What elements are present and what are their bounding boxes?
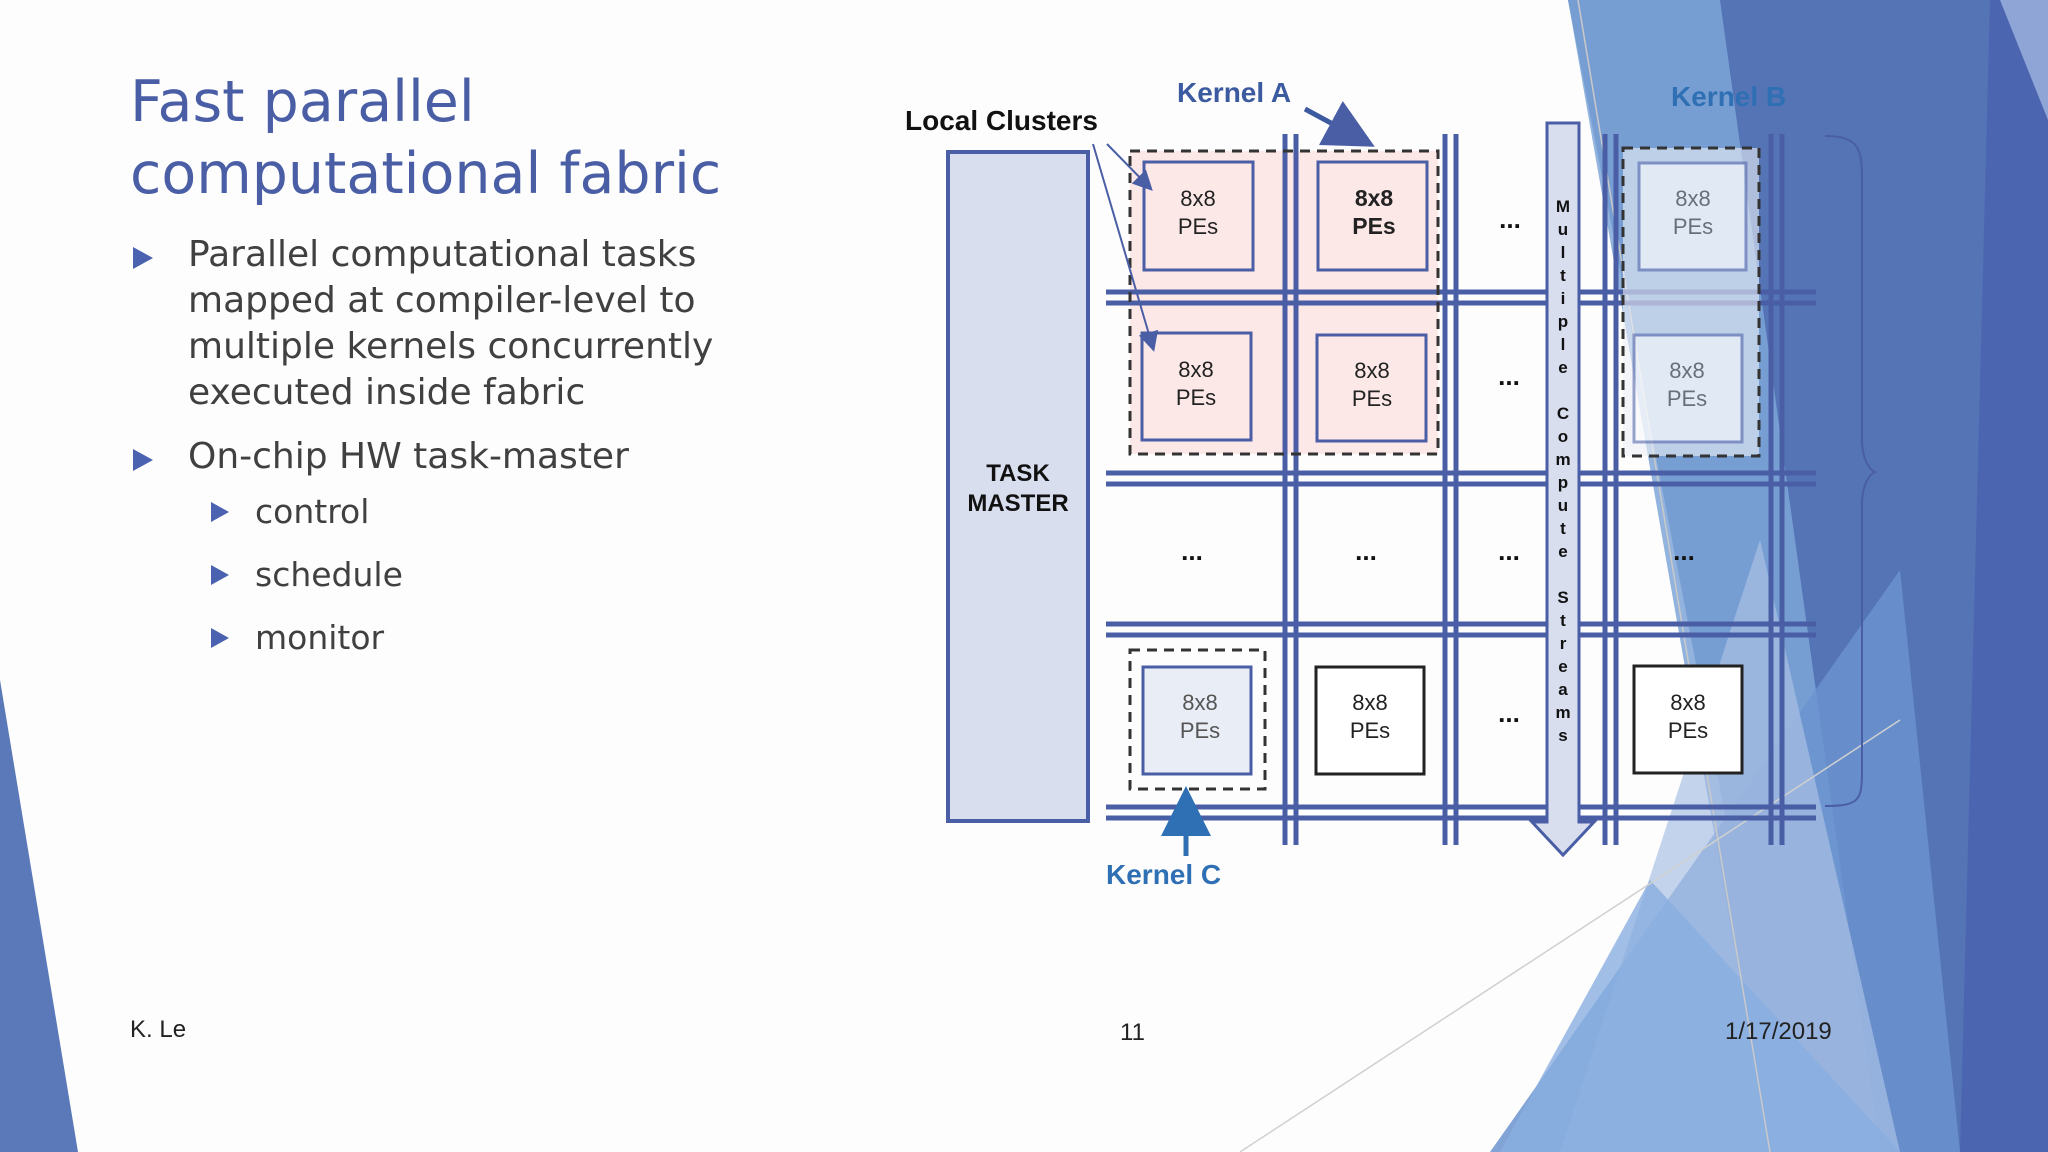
pe-label-line1: 8x8: [1178, 357, 1213, 382]
ellipsis: ...: [1498, 698, 1520, 728]
pe-label-line1: 8x8: [1670, 690, 1705, 715]
local-cluster-pointer-1: [1106, 143, 1153, 191]
pe-label-line2: PEs: [1180, 718, 1220, 743]
pe-label-line1: 8x8: [1669, 358, 1704, 383]
footer-author: K. Le: [130, 1016, 186, 1043]
bullet-text: On-chip HW task-master: [188, 436, 629, 477]
pe-block-a3: 8x8 PEs: [1140, 331, 1253, 442]
task-master-block: [946, 150, 1090, 823]
task-master-label-line1: TASK: [986, 460, 1050, 487]
sub-bullet-arrow-icon: [211, 628, 229, 648]
sub-bullet-item: control: [130, 492, 778, 532]
pe-label-line1: 8x8: [1354, 358, 1389, 383]
sub-bullet-text: schedule: [255, 555, 403, 594]
sub-bullet-text: monitor: [255, 618, 385, 657]
title-line-2: computational fabric: [130, 141, 722, 207]
footer-date: 1/17/2019: [1725, 1018, 1832, 1045]
kernel-a-pointer: [1303, 100, 1375, 147]
pe-label-line2: PEs: [1668, 718, 1708, 743]
ellipsis: ...: [1498, 536, 1520, 566]
pe-label-line2: PEs: [1178, 214, 1218, 239]
sub-bullet-arrow-icon: [211, 565, 229, 585]
right-brace: [1824, 135, 1878, 807]
pe-label-line1: 8x8: [1355, 185, 1394, 211]
bullet-arrow-icon: [133, 449, 153, 471]
pe-block-b2: 8x8 PEs: [1632, 333, 1744, 444]
pe-block-c3: 8x8 PEs: [1632, 664, 1744, 775]
sub-bullet-item: schedule: [130, 555, 778, 595]
pe-label-line2: PEs: [1352, 213, 1395, 239]
ellipsis: ...: [1673, 536, 1695, 566]
pe-block-c2: 8x8 PEs: [1314, 665, 1426, 776]
pe-label-line1: 8x8: [1675, 186, 1710, 211]
kernel-a-boundary: [1128, 149, 1440, 456]
pe-label-line2: PEs: [1673, 214, 1713, 239]
pe-label-line2: PEs: [1667, 386, 1707, 411]
kernel-a-label: Kernel A: [1177, 77, 1291, 108]
vertical-buses: [1282, 134, 1785, 845]
kernel-c-label: Kernel C: [1106, 859, 1221, 890]
task-master-label-line2: MASTER: [967, 490, 1068, 517]
compute-streams-arrow: [1528, 121, 1598, 858]
kernel-b-label: Kernel B: [1671, 81, 1786, 112]
pe-block-c1: 8x8 PEs: [1141, 665, 1253, 776]
ellipsis: ...: [1498, 361, 1520, 391]
ellipsis: ...: [1499, 204, 1521, 234]
bullet-item: On-chip HW task-master control schedule …: [130, 434, 778, 658]
bullet-arrow-icon: [133, 247, 153, 269]
pe-label-line2: PEs: [1176, 385, 1216, 410]
bullet-text: Parallel computational tasks mapped at c…: [188, 234, 714, 413]
kernel-b-boundary: [1621, 146, 1761, 458]
bullet-item: Parallel computational tasks mapped at c…: [130, 232, 778, 416]
pe-block-a1: 8x8 PEs: [1142, 160, 1255, 272]
horizontal-buses: [1106, 289, 1816, 821]
title-line-1: Fast parallel: [130, 69, 475, 135]
bullet-list: Parallel computational tasks mapped at c…: [130, 232, 778, 681]
pe-label-line2: PEs: [1352, 386, 1392, 411]
pe-label-line1: 8x8: [1352, 690, 1387, 715]
sub-bullet-text: control: [255, 492, 370, 531]
slide-title: Fast parallel computational fabric: [130, 66, 721, 210]
ellipsis: ...: [1355, 536, 1377, 566]
sub-bullet-item: monitor: [130, 618, 778, 658]
pe-label-line2: PEs: [1350, 718, 1390, 743]
footer-page-number: 11: [1120, 1019, 1145, 1046]
ellipsis: ...: [1181, 536, 1203, 566]
pe-block-a2: 8x8 PEs: [1316, 160, 1429, 272]
sub-bullet-list: control schedule monitor: [188, 492, 778, 658]
pe-label-line1: 8x8: [1182, 690, 1217, 715]
sub-bullet-arrow-icon: [211, 502, 229, 522]
pe-block-a4: 8x8 PEs: [1315, 333, 1428, 443]
pe-block-b1: 8x8 PEs: [1637, 161, 1748, 272]
pe-label-line1: 8x8: [1180, 186, 1215, 211]
local-cluster-pointer-2: [1092, 143, 1159, 352]
local-clusters-label: Local Clusters: [905, 105, 1098, 136]
